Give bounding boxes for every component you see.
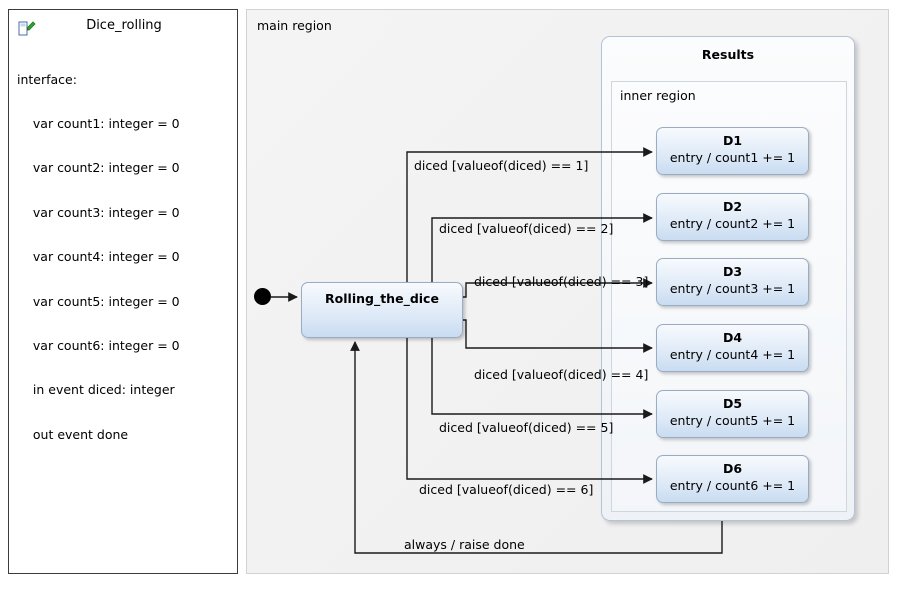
main-region-label: main region — [257, 18, 332, 33]
state-name: D5 — [722, 396, 743, 411]
interface-line: var count4: integer = 0 — [17, 249, 180, 265]
state-entry-action: entry / count4 += 1 — [669, 347, 796, 362]
transition-label-t1[interactable]: diced [valueof(diced) == 1] — [414, 158, 589, 173]
interface-header: interface: — [17, 71, 77, 87]
state-entry-action: entry / count5 += 1 — [669, 413, 796, 428]
state-d3[interactable]: D3 entry / count3 += 1 — [656, 258, 809, 306]
state-name: D6 — [722, 461, 743, 476]
state-name: D2 — [722, 199, 743, 214]
interface-line: in event diced: integer — [17, 382, 175, 398]
state-entry-action: entry / count2 += 1 — [669, 216, 796, 231]
state-rolling-the-dice[interactable]: Rolling_the_dice — [301, 282, 463, 338]
transition-label-t2[interactable]: diced [valueof(diced) == 2] — [439, 221, 614, 236]
interface-line: var count6: integer = 0 — [17, 337, 180, 353]
interface-line: var count1: integer = 0 — [17, 115, 180, 131]
transition-label-t5[interactable]: diced [valueof(diced) == 5] — [439, 420, 614, 435]
transition-label-t3[interactable]: diced [valueof(diced) == 3] — [474, 274, 649, 289]
transition-label-t7[interactable]: always / raise done — [404, 537, 525, 552]
state-name: Rolling_the_dice — [325, 291, 439, 306]
state-entry-action: entry / count6 += 1 — [669, 478, 796, 493]
state-entry-action: entry / count3 += 1 — [669, 281, 796, 296]
composite-state-title: Results — [701, 47, 755, 62]
state-name: D1 — [722, 133, 743, 148]
statechart-definition-icon — [18, 21, 36, 36]
interface-line: var count3: integer = 0 — [17, 204, 180, 220]
definition-title: Dice_rolling — [86, 18, 162, 33]
state-d4[interactable]: D4 entry / count4 += 1 — [656, 324, 809, 372]
inner-region-label: inner region — [620, 88, 696, 103]
interface-line: var count5: integer = 0 — [17, 293, 180, 309]
definition-panel[interactable]: Dice_rolling interface: var count1: inte… — [8, 9, 238, 574]
state-name: D3 — [722, 264, 743, 279]
state-name: D4 — [722, 330, 743, 345]
state-d6[interactable]: D6 entry / count6 += 1 — [656, 455, 809, 503]
transition-label-t6[interactable]: diced [valueof(diced) == 6] — [419, 482, 594, 497]
transition-label-t4[interactable]: diced [valueof(diced) == 4] — [474, 367, 649, 382]
state-d1[interactable]: D1 entry / count1 += 1 — [656, 127, 809, 175]
state-d2[interactable]: D2 entry / count2 += 1 — [656, 193, 809, 241]
interface-line: var count2: integer = 0 — [17, 160, 180, 176]
initial-state-node[interactable] — [254, 288, 271, 305]
state-d5[interactable]: D5 entry / count5 += 1 — [656, 390, 809, 438]
interface-line: out event done — [17, 426, 129, 442]
state-entry-action: entry / count1 += 1 — [669, 150, 796, 165]
interface-declarations: interface: var count1: integer = 0 var c… — [17, 43, 231, 472]
